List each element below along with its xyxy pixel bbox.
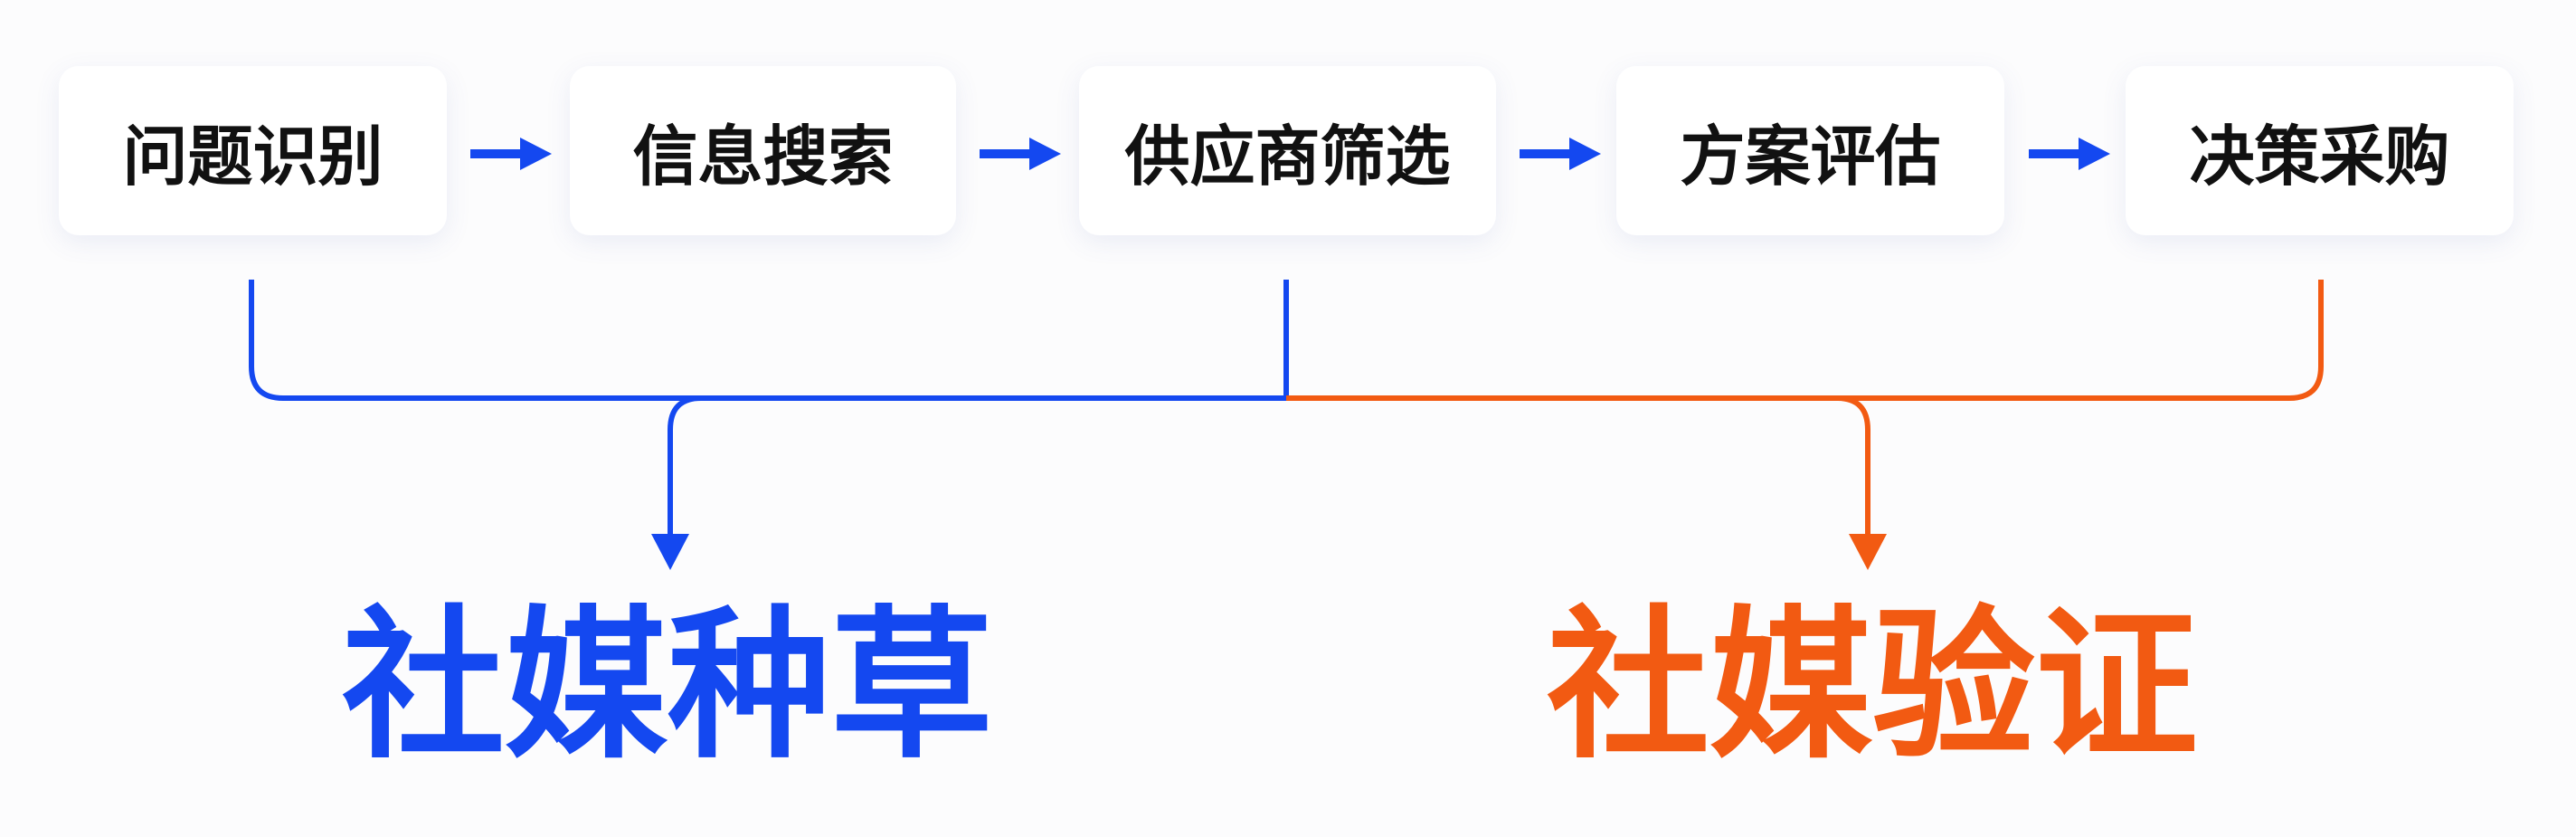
- social-validation-label: 社媒验证: [1546, 592, 2199, 781]
- arrow-right-icon: [1520, 138, 1601, 170]
- arrow-right-icon: [470, 138, 552, 170]
- step-supplier-screening: 供应商筛选: [1079, 66, 1496, 235]
- social-seeding-label: 社媒种草: [341, 592, 994, 781]
- arrow-right-icon: [980, 138, 1061, 170]
- step-label: 信息搜索: [632, 119, 894, 195]
- seeding-bracket: [249, 280, 1289, 401]
- seeding-branch: [668, 395, 702, 538]
- validation-branch: [1836, 395, 1870, 538]
- arrow-down-icon: [1849, 534, 1887, 570]
- step-label: 方案评估: [1680, 119, 1941, 195]
- step-information-search: 信息搜索: [570, 66, 956, 235]
- step-purchase-decision: 决策采购: [2126, 66, 2514, 235]
- arrow-right-icon: [2029, 138, 2110, 170]
- step-label: 供应商筛选: [1124, 119, 1451, 195]
- step-problem-identification: 问题识别: [59, 66, 447, 235]
- step-label: 问题识别: [122, 119, 384, 195]
- step-solution-evaluation: 方案评估: [1616, 66, 2004, 235]
- arrow-down-icon: [651, 534, 689, 570]
- step-label: 决策采购: [2189, 119, 2450, 195]
- validation-bracket: [1286, 280, 2324, 401]
